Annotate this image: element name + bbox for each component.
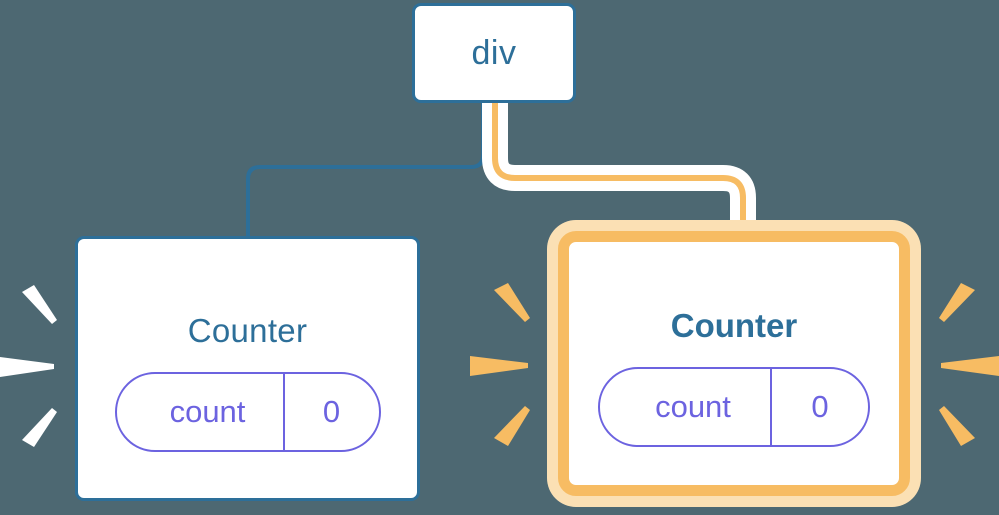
node-counter-right[interactable]: Counter count 0 <box>558 231 910 496</box>
state-key-right: count <box>655 388 731 424</box>
state-key-left: count <box>169 393 246 429</box>
node-counter-left-label: Counter <box>187 311 308 349</box>
state-pill-left[interactable]: count 0 <box>114 371 381 452</box>
edge-div-to-counter-right-halo <box>482 103 756 238</box>
edge-div-to-counter-right <box>492 103 746 238</box>
node-div[interactable]: div <box>412 3 576 103</box>
state-value-left: 0 <box>282 373 379 450</box>
node-div-label: div <box>471 33 517 72</box>
node-counter-left[interactable]: Counter count 0 <box>75 236 420 501</box>
node-counter-right-label: Counter <box>670 306 798 344</box>
edge-div-to-counter-left <box>246 101 485 242</box>
state-value-right: 0 <box>770 368 868 445</box>
state-pill-right[interactable]: count 0 <box>598 366 870 447</box>
